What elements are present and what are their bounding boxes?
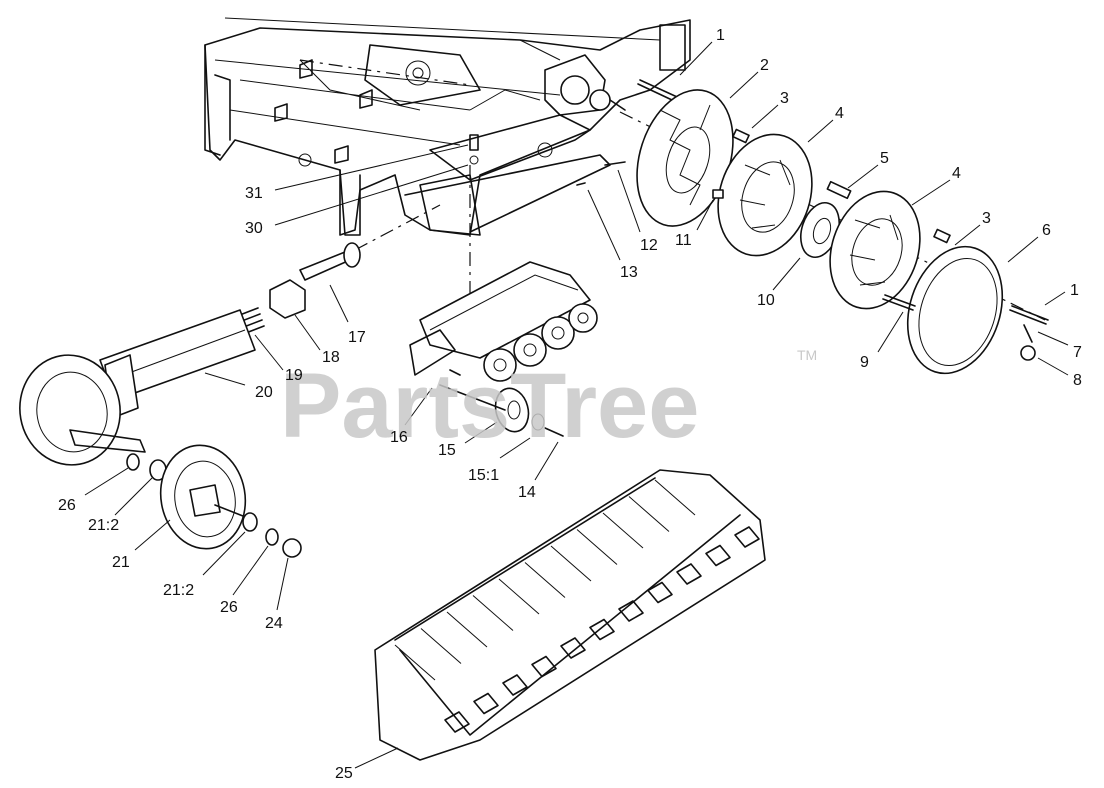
track-rib <box>446 611 488 648</box>
callout-16: 16 <box>390 429 408 446</box>
watermark-text: PartsTree <box>280 355 699 457</box>
track-lug <box>473 692 499 715</box>
track-lug <box>734 526 760 548</box>
callout-12: 12 <box>640 237 658 254</box>
callout-21-2-left: 21:2 <box>88 517 119 534</box>
track-lug <box>444 711 470 733</box>
track-lug <box>705 544 731 567</box>
track-rib <box>420 628 462 664</box>
track-rib <box>472 595 514 631</box>
watermark-trademark: TM <box>797 347 817 363</box>
callout-24: 24 <box>265 615 283 632</box>
track-rib <box>550 545 592 582</box>
track-lug <box>531 655 557 678</box>
callout-19: 19 <box>285 367 303 384</box>
track-rib <box>524 562 566 598</box>
callout-15: 15 <box>438 442 456 459</box>
callout-20: 20 <box>255 384 273 401</box>
bogie-assembly <box>409 261 598 437</box>
leader-lines <box>84 41 1069 769</box>
callout-1-top: 1 <box>716 27 725 44</box>
callout-18: 18 <box>322 349 340 366</box>
track-lug <box>502 674 528 696</box>
callout-14: 14 <box>518 484 536 501</box>
callout-25: 25 <box>335 765 353 782</box>
callout-3-top: 3 <box>780 90 789 107</box>
callout-11: 11 <box>675 232 692 249</box>
callout-26-right: 26 <box>220 599 238 616</box>
idler-axis-line <box>354 204 441 251</box>
track-rib <box>628 496 670 532</box>
callout-labels: 1 2 3 4 5 4 3 6 1 7 8 9 10 11 12 13 31 3… <box>58 27 1082 782</box>
idler-tensioner <box>19 242 361 558</box>
callout-26-left: 26 <box>58 497 76 514</box>
drive-hub-stack <box>576 79 1049 375</box>
callout-9: 9 <box>860 354 869 371</box>
track-rib <box>576 529 618 565</box>
callout-2: 2 <box>760 57 769 74</box>
track-rib <box>654 479 696 516</box>
track-lug <box>676 563 702 585</box>
callout-3-bottom: 3 <box>982 210 991 227</box>
track-rib <box>394 644 436 681</box>
frame-assembly <box>204 17 691 236</box>
callout-31: 31 <box>245 185 263 202</box>
track-rib <box>498 578 540 615</box>
track-lug <box>560 637 586 659</box>
callout-8: 8 <box>1073 372 1082 389</box>
callout-13: 13 <box>620 264 638 281</box>
track-lug <box>589 618 615 641</box>
callout-5: 5 <box>880 150 889 167</box>
callout-17: 17 <box>348 329 366 346</box>
track-lug <box>618 600 644 622</box>
callout-6: 6 <box>1042 222 1051 239</box>
callout-7: 7 <box>1073 344 1082 361</box>
callout-15-1: 15:1 <box>468 467 499 484</box>
callout-4-top: 4 <box>835 105 844 122</box>
rubber-track <box>374 469 766 761</box>
callout-4-bottom: 4 <box>952 165 961 182</box>
track-rib <box>602 512 644 549</box>
track-lug <box>647 581 673 604</box>
callout-1-bottom: 1 <box>1070 282 1079 299</box>
callout-10: 10 <box>757 292 775 309</box>
callout-21: 21 <box>112 554 130 571</box>
callout-30: 30 <box>245 220 263 237</box>
callout-21-2-right: 21:2 <box>163 582 194 599</box>
